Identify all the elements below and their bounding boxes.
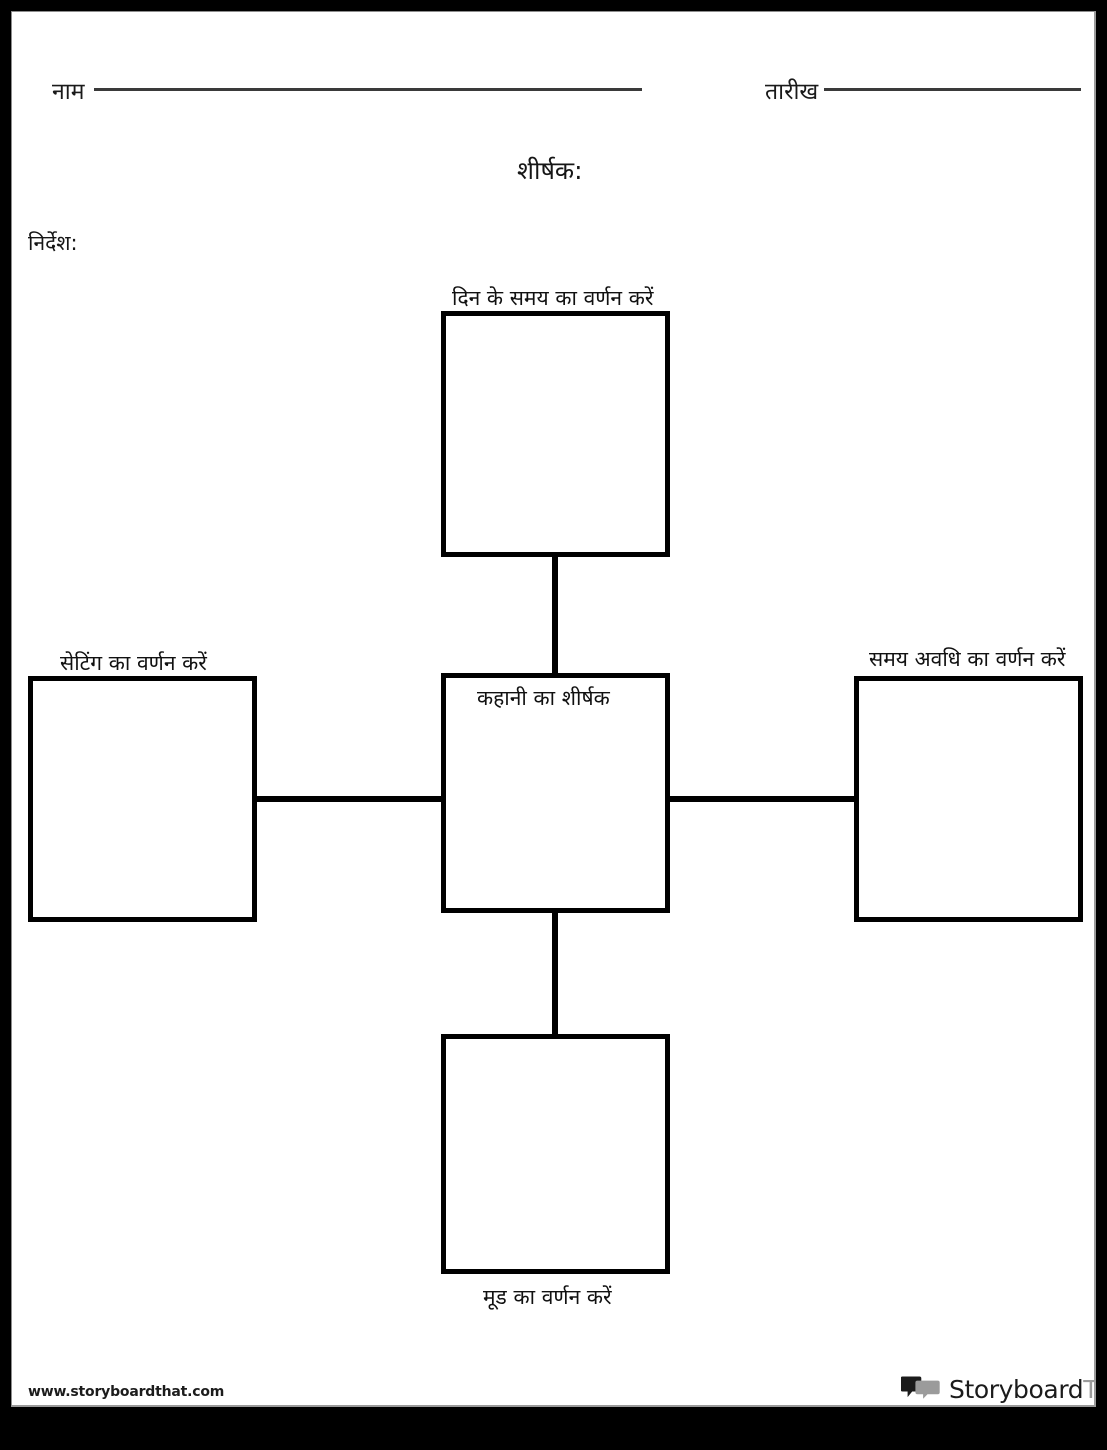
logo-text-storyboard: Storyboard — [949, 1374, 1084, 1404]
spider-diagram: दिन के समय का वर्णन करें सेटिंग का वर्णन… — [12, 12, 1094, 1405]
connector-center-to-top — [552, 555, 558, 677]
name-input-line[interactable] — [94, 88, 642, 91]
logo-text-that: That — [1083, 1375, 1094, 1404]
speech-bubbles-icon — [901, 1376, 940, 1399]
branch-box-bottom[interactable] — [441, 1034, 670, 1274]
center-box-label: कहानी का शीर्षक — [477, 686, 610, 710]
branch-label-top: दिन के समय का वर्णन करें — [452, 286, 654, 310]
branch-box-top[interactable] — [441, 311, 670, 557]
branch-box-left[interactable] — [28, 676, 257, 922]
footer-website-url[interactable]: www.storyboardthat.com — [28, 1384, 225, 1400]
branch-label-right: समय अवधि का वर्णन करें — [869, 647, 1066, 671]
branch-label-left: सेटिंग का वर्णन करें — [60, 651, 207, 675]
center-box[interactable] — [441, 673, 670, 913]
branch-label-bottom: मूड का वर्णन करें — [483, 1285, 612, 1309]
storyboardthat-logo[interactable]: StoryboardThat — [901, 1374, 1094, 1404]
instructions-prompt-label: निर्देश: — [28, 231, 78, 255]
branch-box-right[interactable] — [854, 676, 1083, 922]
worksheet-sheet: नाम तारीख शीर्षक: निर्देश: दिन के समय का… — [11, 11, 1096, 1407]
connector-center-to-right — [666, 796, 858, 802]
logo-wordmark: StoryboardThat — [949, 1374, 1094, 1404]
date-input-line[interactable] — [824, 88, 1081, 91]
name-field-label: नाम — [52, 79, 85, 105]
title-prompt-label: शीर्षक: — [517, 156, 583, 185]
connector-center-to-bottom — [552, 909, 558, 1038]
connector-center-to-left — [253, 796, 445, 802]
date-field-label: तारीख — [765, 79, 819, 105]
